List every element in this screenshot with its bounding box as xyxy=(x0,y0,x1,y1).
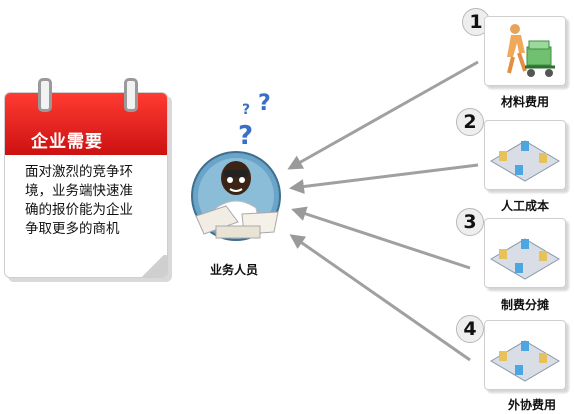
requirement-line: 境，业务端快速准 xyxy=(25,183,133,199)
requirement-title: 企业需要 xyxy=(31,132,103,152)
requirement-calendar: 企业需要 面对激烈的竞争环 境，业务端快速准 确的报价能为企业 争取更多的商机 xyxy=(4,92,168,278)
svg-text:?: ? xyxy=(242,102,250,118)
arrow-2 xyxy=(289,163,479,194)
cost-label-4: 外协费用 xyxy=(508,398,557,412)
labor-cost-card xyxy=(484,120,566,190)
outsourcing-cost-card xyxy=(484,320,566,390)
cost-label-2: 人工成本 xyxy=(501,199,550,213)
requirement-line: 面对激烈的竞争环 xyxy=(25,164,133,180)
svg-text:?: ? xyxy=(258,91,271,116)
requirement-line: 确的报价能为企业 xyxy=(25,202,133,218)
requirement-line: 争取更多的商机 xyxy=(25,221,120,237)
step-number-1: 1 xyxy=(462,8,490,36)
material-cost-card xyxy=(484,16,566,86)
arrow-3 xyxy=(291,206,471,270)
worker-cart-icon xyxy=(507,24,555,77)
production-line-icon xyxy=(490,238,560,280)
requirement-text: 面对激烈的竞争环 境，业务端快速准 确的报价能为企业 争取更多的商机 xyxy=(25,163,163,239)
arrow-4 xyxy=(289,234,471,362)
cost-label-3: 制费分摊 xyxy=(501,298,550,312)
cost-label-1: 材料费用 xyxy=(501,95,550,109)
step-number-3: 3 xyxy=(456,208,484,236)
overhead-cost-card xyxy=(484,218,566,288)
production-line-icon xyxy=(490,340,560,382)
binder-ring-icon xyxy=(124,78,138,112)
person-label: 业务人员 xyxy=(210,263,259,277)
business-person-icon xyxy=(191,151,281,241)
step-number-4: 4 xyxy=(456,315,484,343)
page-curl-icon xyxy=(139,255,167,277)
svg-text:?: ? xyxy=(238,121,253,151)
production-line-icon xyxy=(490,140,560,182)
step-number-2: 2 xyxy=(456,108,484,136)
question-marks-icon: ? ? ? xyxy=(238,91,271,151)
binder-ring-icon xyxy=(38,78,52,112)
calendar-header: 企业需要 xyxy=(5,93,167,155)
arrow-1 xyxy=(287,60,479,170)
